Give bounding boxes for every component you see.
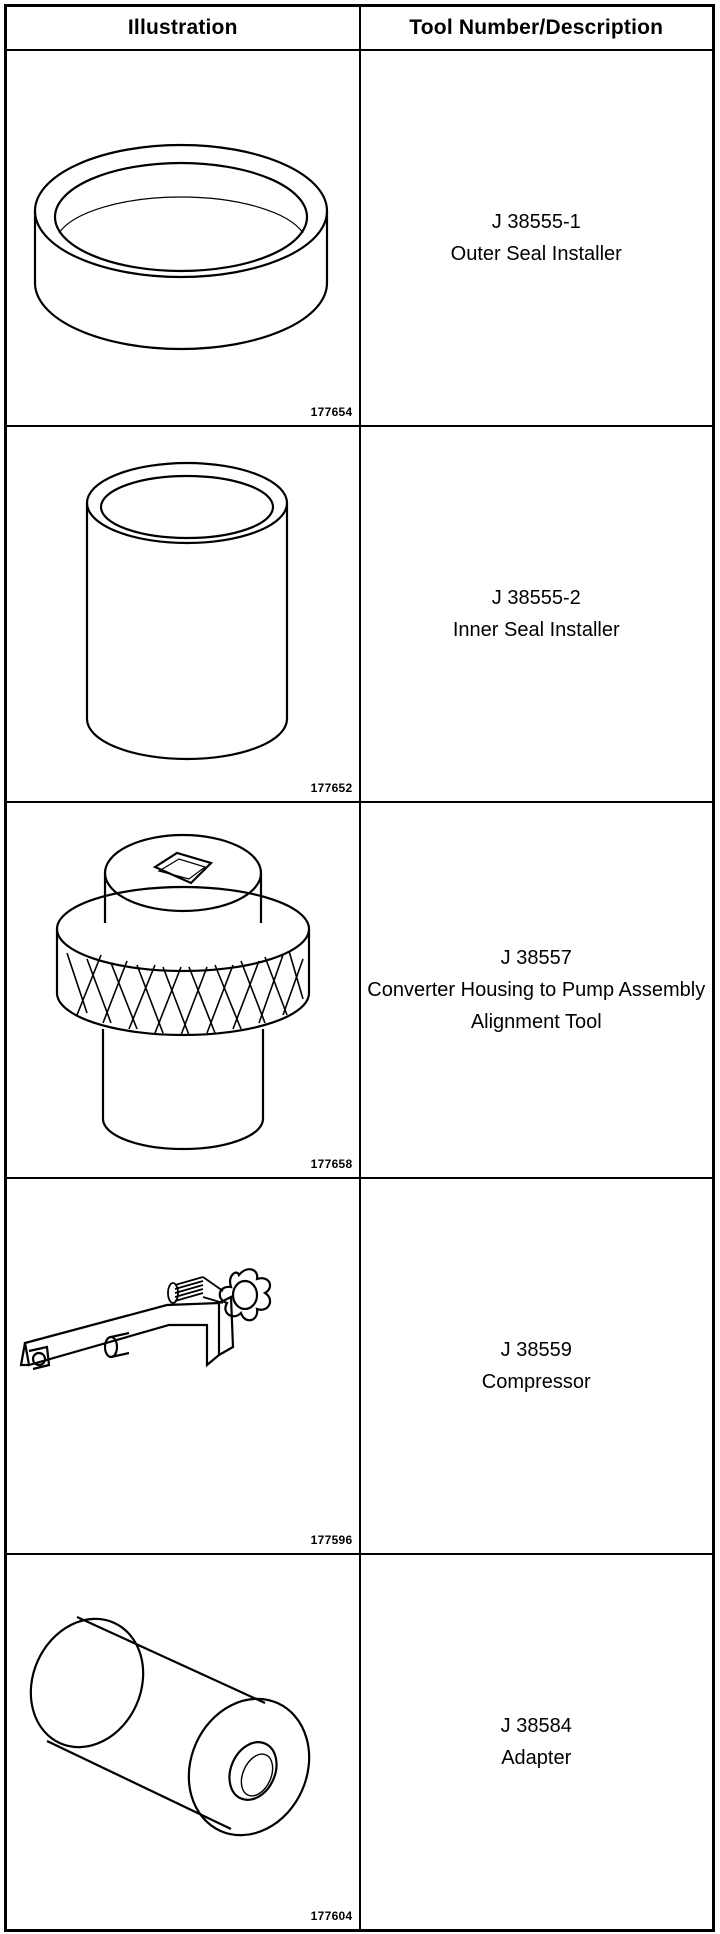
description-cell: J 38555-2 Inner Seal Installer — [358, 425, 715, 803]
column-header-tool: Tool Number/Description — [358, 4, 715, 51]
tool-description: Inner Seal Installer — [452, 619, 620, 641]
tool-description: Converter Housing to Pump Assembly Align… — [367, 979, 706, 1033]
figure-number: 177604 — [310, 1908, 353, 1923]
description-cell: J 38557 Converter Housing to Pump Assemb… — [358, 801, 715, 1179]
tool-number: J 38555-2 — [491, 587, 581, 609]
table-row: 177654 J 38555-1 Outer Seal Installer — [4, 49, 715, 427]
description-cell: J 38559 Compressor — [358, 1177, 715, 1555]
illustration-cell: 177658 — [4, 801, 361, 1179]
tool-description: Compressor — [481, 1371, 591, 1393]
illustration-cell: 177604 — [4, 1553, 361, 1931]
tool-number: J 38584 — [500, 1714, 572, 1737]
table-row: 177604 J 38584 Adapter — [4, 1553, 715, 1931]
tool-number: J 38555-1 — [491, 211, 581, 233]
figure-number: 177654 — [310, 405, 353, 419]
table-row: 177658 J 38557 Converter Housing to Pump… — [4, 801, 715, 1179]
tool-description: Adapter — [501, 1746, 572, 1769]
figure-number: 177652 — [310, 781, 353, 795]
illustration-cell: 177654 — [4, 49, 361, 427]
description-cell: J 38584 Adapter — [358, 1553, 715, 1931]
column-header-illustration: Illustration — [4, 4, 361, 51]
figure-number: 177658 — [310, 1157, 353, 1171]
illustration-cell: 177652 — [4, 425, 361, 803]
table-row: 177652 J 38555-2 Inner Seal Installer — [4, 425, 715, 803]
tool-description: Outer Seal Installer — [450, 243, 622, 265]
adapter-tube-icon — [29, 1615, 311, 1837]
description-cell: J 38555-1 Outer Seal Installer — [358, 49, 715, 427]
knurled-alignment-tool-icon — [55, 833, 311, 1151]
tool-number: J 38557 — [500, 947, 572, 969]
ring-installer-icon — [33, 143, 329, 351]
table-header-row: Illustration Tool Number/Description — [4, 4, 715, 51]
tool-table: Illustration Tool Number/Description — [4, 4, 715, 1932]
figure-number: 177596 — [310, 1533, 353, 1547]
table-row: 177596 J 38559 Compressor — [4, 1177, 715, 1555]
illustration-cell: 177596 — [4, 1177, 361, 1555]
cylinder-installer-icon — [85, 461, 289, 761]
tool-number: J 38559 — [500, 1339, 572, 1361]
compressor-bracket-icon — [19, 1268, 272, 1371]
